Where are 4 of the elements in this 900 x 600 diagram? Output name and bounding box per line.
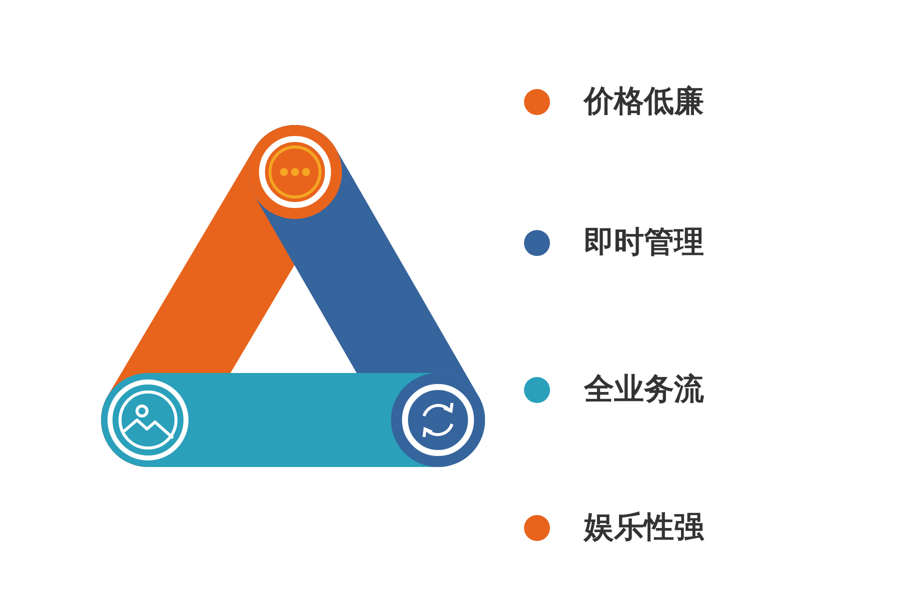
legend-label: 娱乐性强	[584, 510, 704, 546]
legend-label: 价格低廉	[584, 84, 704, 120]
legend-label: 全业务流	[584, 372, 704, 408]
legend-label: 即时管理	[584, 225, 704, 261]
